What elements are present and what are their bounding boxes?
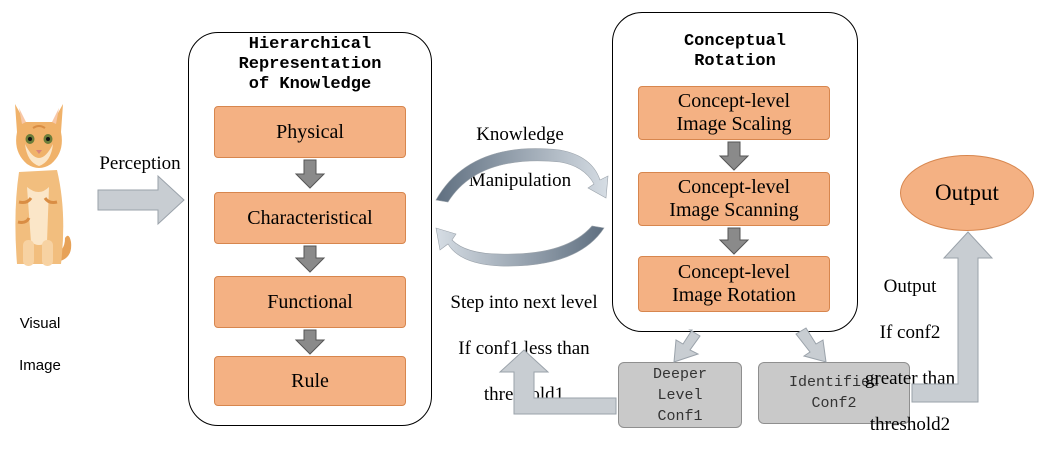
arrow-to-deeper: [673, 329, 701, 363]
level-physical: Physical: [214, 106, 406, 158]
step-image-rotation: Concept-level Image Rotation: [638, 256, 830, 312]
level-rule: Rule: [214, 356, 406, 406]
down-arrow-4: [718, 141, 750, 171]
down-arrow-1: [294, 159, 326, 189]
down-arrow-5: [718, 227, 750, 255]
perception-arrow: [97, 174, 185, 226]
output-condition-label: Output If conf2 greater than threshold2: [864, 276, 956, 435]
knowledge-manipulation-label: Knowledge Manipulation: [468, 124, 572, 191]
step-image-scanning: Concept-level Image Scanning: [638, 172, 830, 226]
deeper-level-conf1-box: Deeper Level Conf1: [618, 362, 742, 428]
output-label: Output: [935, 180, 999, 205]
manipulation-arc-top: [435, 148, 609, 203]
output-arrow: [911, 231, 994, 403]
arrow-to-identified: [795, 327, 827, 363]
cat-image: [15, 104, 72, 266]
down-arrow-3: [294, 329, 326, 355]
hierarchy-title: Hierarchical Representation of Knowledge: [238, 35, 382, 94]
rotation-title: Conceptual Rotation: [683, 32, 787, 71]
identified-conf2-box: Identified Conf2: [758, 362, 910, 424]
manipulation-arc-bottom: [435, 225, 605, 267]
level-characteristical: Characteristical: [214, 192, 406, 244]
visual-image-label: Visual Image: [19, 315, 61, 374]
step-image-scaling: Concept-level Image Scaling: [638, 86, 830, 140]
output-ellipse: Output: [900, 155, 1034, 231]
return-arrow: [498, 349, 617, 415]
perception-label: Perception: [99, 153, 181, 174]
arrows-layer: [97, 141, 994, 415]
level-functional: Functional: [214, 276, 406, 328]
down-arrow-2: [294, 245, 326, 273]
